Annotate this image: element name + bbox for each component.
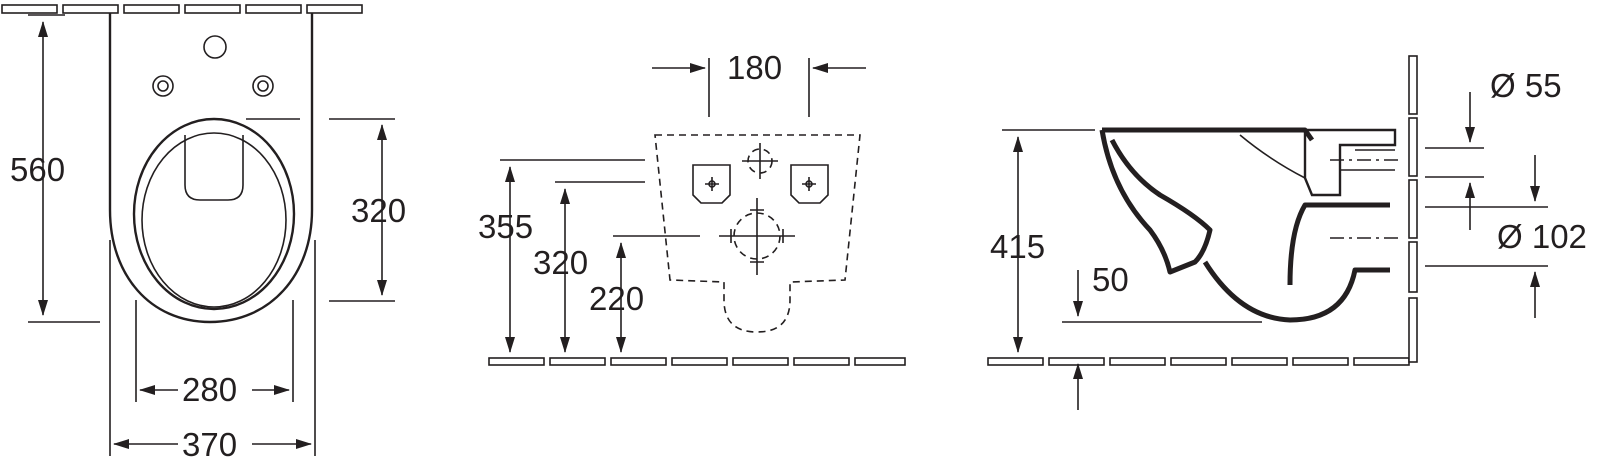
- dim-width-outer: 370: [182, 426, 237, 463]
- mounting-plate-right: [790, 164, 829, 204]
- dim-spacing: 180: [727, 49, 782, 86]
- dim-height-fixing: 320: [533, 244, 588, 281]
- fixing-hole-left: [152, 75, 174, 97]
- seat-rim-inner: [141, 132, 287, 308]
- front-view: 560 320 280 370: [1, 4, 406, 463]
- fixing-hole-right: [252, 75, 274, 97]
- lid-hole: [203, 35, 227, 59]
- dim-height-lower: 220: [589, 280, 644, 317]
- dim-width-inner: 280: [182, 371, 237, 408]
- dim-height-rim: 415: [990, 228, 1045, 265]
- bowl-footprint: [654, 134, 861, 333]
- dim-depth-bowl: 50: [1092, 261, 1129, 298]
- wall-tiles-top: [1, 4, 363, 14]
- wall-tiles-right: [1408, 55, 1418, 363]
- dim-diameter-outlet: Ø 102: [1497, 218, 1587, 255]
- mounting-plate-left: [692, 164, 731, 204]
- dim-height-total: 560: [10, 151, 65, 188]
- dim-height-seat: 320: [351, 192, 406, 229]
- side-view: 415 50 Ø 55 Ø 102: [987, 55, 1587, 410]
- bowl-outline: [108, 13, 314, 324]
- flush-opening: [184, 135, 244, 201]
- bowl-section: [1099, 127, 1315, 275]
- floor-tiles-right: [987, 357, 1410, 366]
- dim-height-upper: 355: [478, 208, 533, 245]
- fixing-view: 180 355 320 220: [478, 49, 906, 366]
- floor-tiles-middle: [488, 357, 906, 366]
- dim-diameter-inlet: Ø 55: [1490, 67, 1562, 104]
- seat-rim-outer: [132, 117, 296, 311]
